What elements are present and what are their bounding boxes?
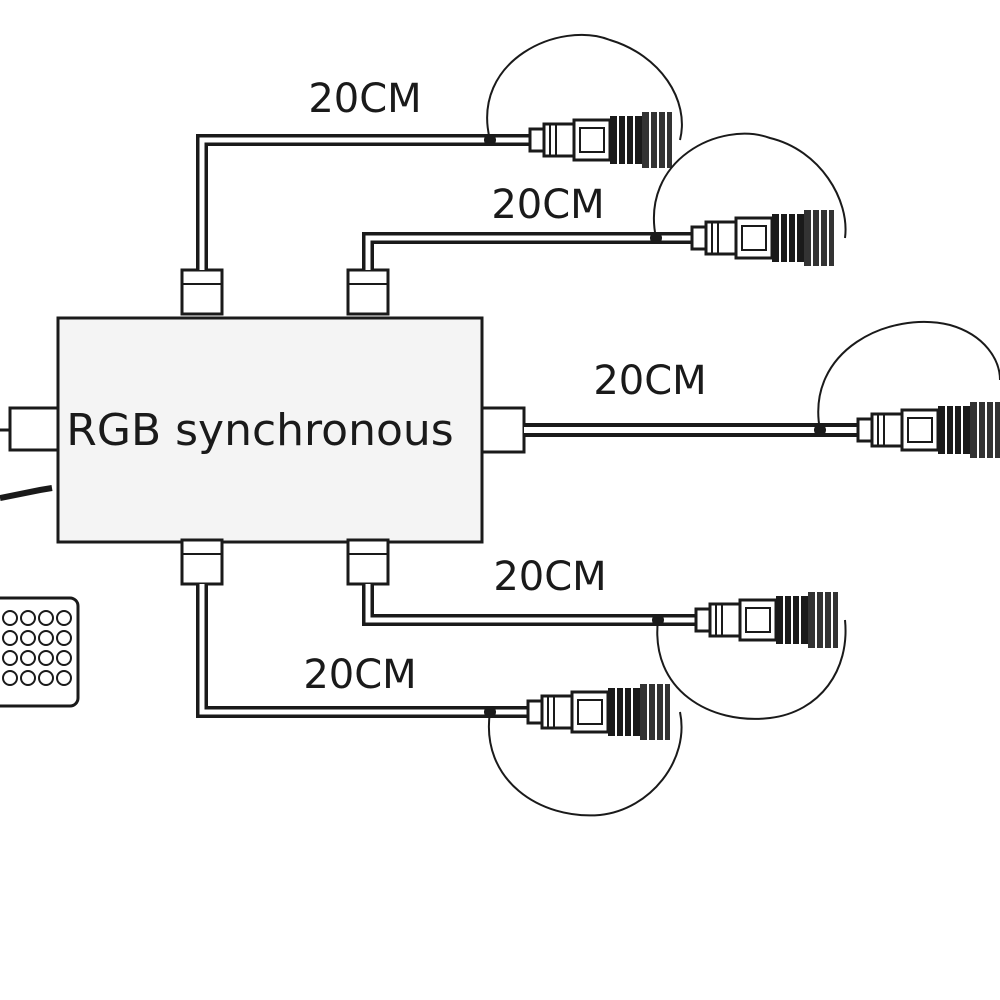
cable-bottom-left xyxy=(196,584,683,817)
port-top-left xyxy=(180,268,224,316)
port-left xyxy=(8,406,60,452)
port-top-right xyxy=(346,268,390,316)
cable-top-left xyxy=(196,33,683,270)
power-lead xyxy=(0,485,53,501)
cable-right xyxy=(524,320,1000,460)
hub-title: RGB synchronous xyxy=(66,405,453,456)
port-bottom-right xyxy=(346,538,390,586)
remote-control-icon xyxy=(0,596,80,708)
length-label-top-left: 20CM xyxy=(308,76,421,122)
length-label-top-right: 20CM xyxy=(491,182,604,228)
cable-bottom-right xyxy=(362,584,847,720)
port-right xyxy=(480,406,526,454)
length-label-bottom-left: 20CM xyxy=(303,652,416,698)
length-label-right: 20CM xyxy=(593,358,706,404)
cable-top-right xyxy=(362,132,847,270)
hub-box xyxy=(56,316,484,544)
port-bottom-left xyxy=(180,538,224,586)
length-label-bottom-right: 20CM xyxy=(493,554,606,600)
